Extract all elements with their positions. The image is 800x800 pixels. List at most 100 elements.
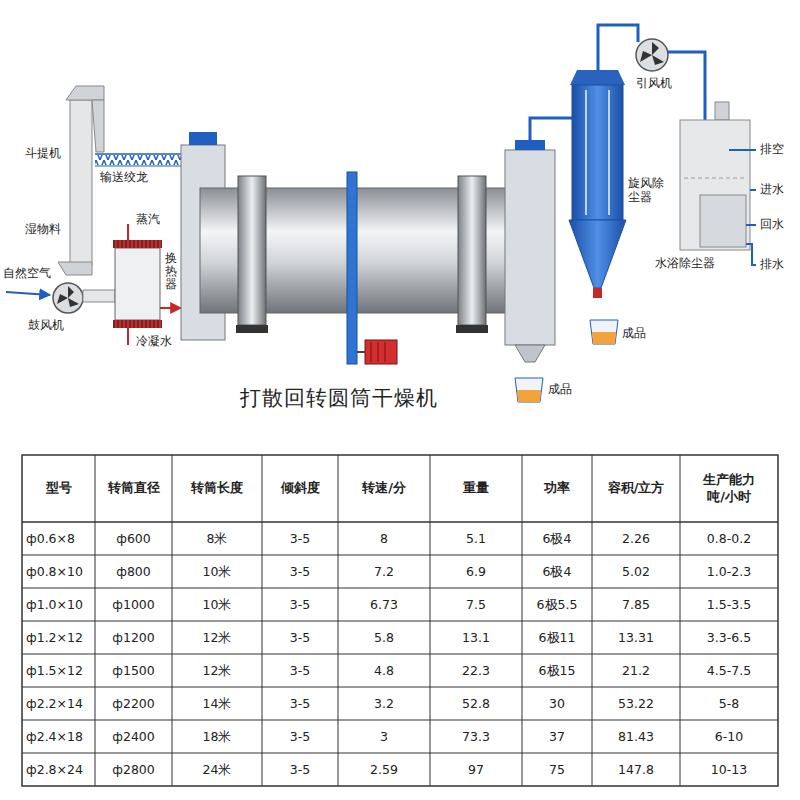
table-cell: 75 — [522, 753, 592, 786]
table-cell: ф0.8×10 — [22, 555, 95, 588]
table-cell: 8 — [338, 522, 430, 555]
table-cell: ф2.2×14 — [22, 687, 95, 720]
table-cell: 7.5 — [430, 588, 522, 621]
table-cell: ф600 — [95, 522, 172, 555]
table-cell: 81.43 — [592, 720, 680, 753]
part-label: 排空 — [760, 142, 784, 156]
table-cell: ф2400 — [95, 720, 172, 753]
table-cell: 6.73 — [338, 588, 430, 621]
table-cell: ф2200 — [95, 687, 172, 720]
part-label: 换热器 — [165, 252, 177, 292]
table-cell: ф1000 — [95, 588, 172, 621]
table-header: 转筒长度 — [172, 455, 262, 522]
table-cell: 4.5-7.5 — [680, 654, 778, 687]
table-cell: 12米 — [172, 621, 262, 654]
table-cell: ф2800 — [95, 753, 172, 786]
table-cell: 5.8 — [338, 621, 430, 654]
table-cell: 5.02 — [592, 555, 680, 588]
table-cell: 14米 — [172, 687, 262, 720]
table-cell: 1.0-2.3 — [680, 555, 778, 588]
table-header: 容积/立方 — [592, 455, 680, 522]
table-cell: 3-5 — [262, 555, 338, 588]
part-label: 鼓风机 — [28, 318, 64, 332]
part-label: 进水 — [760, 182, 784, 196]
table-cell: 24米 — [172, 753, 262, 786]
table-header: 转速/分 — [338, 455, 430, 522]
table-cell: 97 — [430, 753, 522, 786]
table-cell: 10-13 — [680, 753, 778, 786]
table-cell: 0.8-0.2 — [680, 522, 778, 555]
table-cell: 6极5.5 — [522, 588, 592, 621]
part-label: 引风机 — [636, 76, 672, 90]
part-label: 冷凝水 — [136, 334, 172, 348]
table-cell: ф1.0×10 — [22, 588, 95, 621]
table-header: 生产能力 吨/小时 — [680, 455, 778, 522]
table-cell: 3.3-6.5 — [680, 621, 778, 654]
table-cell: ф2.4×18 — [22, 720, 95, 753]
table-cell: 5.1 — [430, 522, 522, 555]
table-cell: 13.1 — [430, 621, 522, 654]
table-cell: 37 — [522, 720, 592, 753]
table-cell: 10米 — [172, 555, 262, 588]
table-cell: 4.8 — [338, 654, 430, 687]
table-cell: 3.2 — [338, 687, 430, 720]
diagram-title: 打散回转圆筒干燥机 — [240, 384, 438, 412]
table-cell: 3-5 — [262, 687, 338, 720]
part-label: 排水 — [760, 257, 784, 271]
table-cell: 6极11 — [522, 621, 592, 654]
table-header: 型号 — [22, 455, 95, 522]
part-label: 斗提机 — [25, 146, 61, 160]
table-cell: 1.5-3.5 — [680, 588, 778, 621]
table-header: 转筒直径 — [95, 455, 172, 522]
part-label: 湿物料 — [25, 222, 61, 236]
table-cell: 12米 — [172, 654, 262, 687]
table-cell: 73.3 — [430, 720, 522, 753]
table-cell: 7.2 — [338, 555, 430, 588]
table-cell: 52.8 — [430, 687, 522, 720]
table-cell: ф1.2×12 — [22, 621, 95, 654]
table-cell: 3-5 — [262, 753, 338, 786]
part-label: 旋风除尘器 — [628, 176, 668, 205]
table-cell: 30 — [522, 687, 592, 720]
part-label: 自然空气 — [3, 266, 51, 280]
table-grid — [22, 455, 778, 786]
table-cell: ф1500 — [95, 654, 172, 687]
table-cell: 3-5 — [262, 522, 338, 555]
table-cell: 2.59 — [338, 753, 430, 786]
table-cell: 53.22 — [592, 687, 680, 720]
part-label: 蒸汽 — [136, 212, 160, 226]
table-cell: ф0.6×8 — [22, 522, 95, 555]
table-cell: 3-5 — [262, 621, 338, 654]
part-label: 回水 — [760, 217, 784, 231]
table-cell: 10米 — [172, 588, 262, 621]
table-cell: 3-5 — [262, 720, 338, 753]
table-header: 倾斜度 — [262, 455, 338, 522]
table-cell: 3-5 — [262, 654, 338, 687]
table-cell: 22.3 — [430, 654, 522, 687]
table-cell: 6极4 — [522, 555, 592, 588]
table-cell: 3 — [338, 720, 430, 753]
table-cell: 6极4 — [522, 522, 592, 555]
table-cell: 6-10 — [680, 720, 778, 753]
table-cell: 5-8 — [680, 687, 778, 720]
table-cell: ф1.5×12 — [22, 654, 95, 687]
table-cell: 13.31 — [592, 621, 680, 654]
table-cell: ф2.8×24 — [22, 753, 95, 786]
part-label: 成品 — [622, 326, 646, 340]
part-label: 成品 — [548, 382, 572, 396]
table-cell: ф1200 — [95, 621, 172, 654]
part-label: 水浴除尘器 — [655, 256, 715, 270]
table-header: 功率 — [522, 455, 592, 522]
table-cell: 18米 — [172, 720, 262, 753]
table-cell: ф800 — [95, 555, 172, 588]
table-cell: 8米 — [172, 522, 262, 555]
table-cell: 147.8 — [592, 753, 680, 786]
part-label: 输送绞龙 — [100, 170, 148, 184]
table-cell: 6极15 — [522, 654, 592, 687]
table-cell: 7.85 — [592, 588, 680, 621]
table-cell: 21.2 — [592, 654, 680, 687]
table-header: 重量 — [430, 455, 522, 522]
table-cell: 6.9 — [430, 555, 522, 588]
table-cell: 3-5 — [262, 588, 338, 621]
